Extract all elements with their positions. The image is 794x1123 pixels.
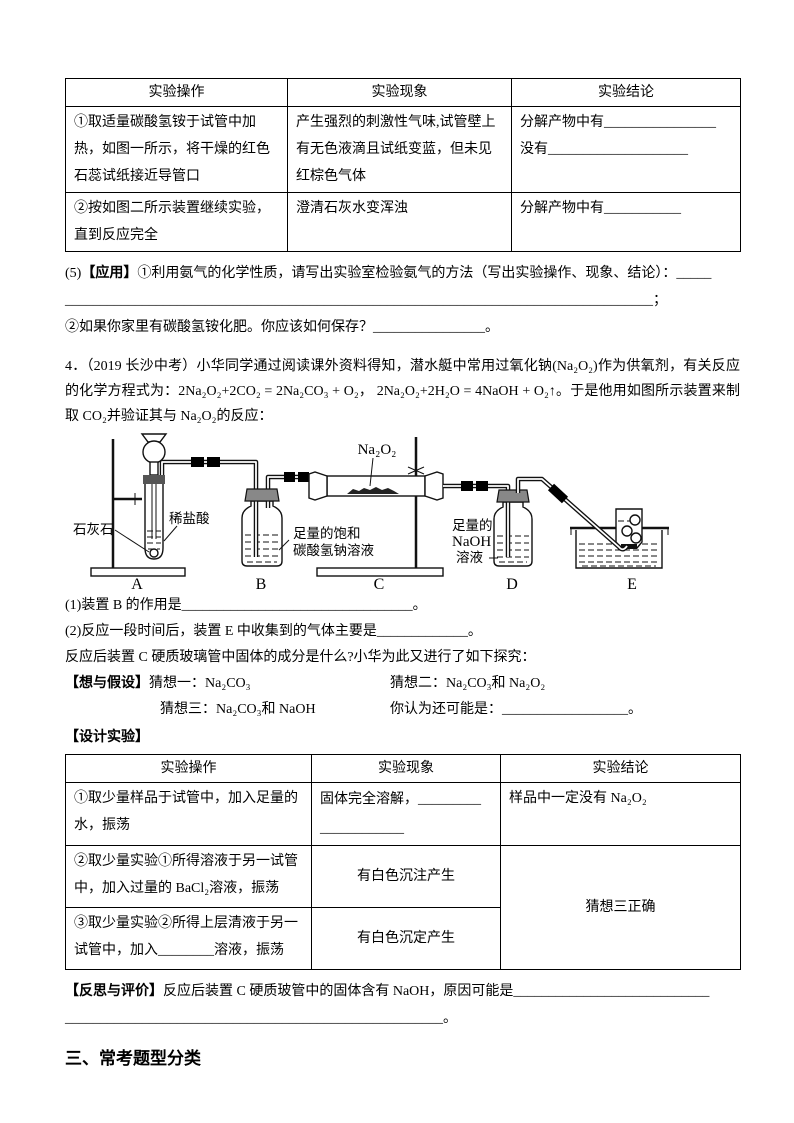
table2-row-1: ①取少量样品于试管中，加入足量的水，振荡 固体完全溶解，_________ __… (65, 782, 741, 846)
experiment-table-1: 实验操作 实验现象 实验结论 ①取适量碳酸氢铵于试管中加热，如图一所示，将干燥的… (65, 78, 741, 252)
bottle-b (241, 500, 283, 567)
rubber-connector (284, 472, 295, 482)
reflection-line1: 【反思与评价】反应后装置 C 硬质玻管中的固体含有 NaOH，原因可能是____… (65, 978, 740, 1005)
table2-row3-operation: ③取少量实验②所得上层清液于另一试管中，加入________溶液，振荡 (65, 907, 312, 970)
conclusion-blank-line: 分解产物中有________________ (520, 115, 716, 130)
table1-row1-phenomenon: 产生强烈的刺激性气味,试管壁上有无色液滴且试纸变蓝，但未见红棕色气体 (287, 106, 512, 193)
page-content: 实验操作 实验现象 实验结论 ①取适量碳酸氢铵于试管中加热，如图一所示，将干燥的… (65, 78, 741, 1072)
table2-header-row: 实验操作 实验现象 实验结论 (65, 754, 741, 783)
water-trough-e (575, 530, 663, 569)
question4-stem: 4．（2019 长沙中考）小华同学通过阅读课外资料得知，潜水艇中常用过氧化钠(N… (65, 359, 740, 424)
table1-row-1: ①取适量碳酸氢铵于试管中加热，如图一所示，将干燥的红色石蕊试纸接近导管口 产生强… (65, 106, 741, 193)
reflection-tag: 【反思与评价】 (65, 984, 163, 999)
bottle-d-solution-label: 溶液 (456, 550, 483, 565)
bottle-support (621, 544, 637, 549)
subquestion-2: (2)反应一段时间后，装置 E 中收集到的气体主要是_____________。 (65, 624, 482, 639)
section5-line1: (5)【应用】①利用氨气的化学性质，请写出实验室检验氨气的方法（写出实验操作、现… (65, 260, 740, 287)
table1-header-row: 实验操作 实验现象 实验结论 (65, 78, 741, 107)
section5-blank-line: ________________________________________… (65, 293, 667, 308)
apparatus-letter-e: E (627, 576, 637, 593)
subquestion-1: (1)装置 B 的作用是____________________________… (65, 598, 427, 613)
gas-bubble (621, 525, 633, 537)
guess-3: 猜想三：Na₂CO₃和 NaOH (160, 702, 316, 717)
dilute-acid-label: 稀盐酸 (169, 511, 210, 526)
table2-merged-conclusion: 猜想三正确 (500, 845, 741, 970)
table1-row1-operation: ①取适量碳酸氢铵于试管中加热，如图一所示，将干燥的红色石蕊试纸接近导管口 (65, 106, 288, 193)
table1-header-phenomenon: 实验现象 (287, 78, 512, 107)
table2-row3-phenomenon: 有白色沉定产生 (311, 907, 501, 970)
table1-row1-conclusion: 分解产物中有________________ 没有_______________… (511, 106, 741, 193)
table1-row2-conclusion: 分解产物中有___________ (511, 192, 741, 252)
table2-row1-phenomenon: 固体完全溶解，_________ ____________ (311, 782, 501, 846)
guess-2: 猜想二：Na₂CO₃和 Na₂O₂ (390, 676, 546, 691)
section-5: (5)【应用】①利用氨气的化学性质，请写出实验室检验氨气的方法（写出实验操作、现… (65, 260, 740, 341)
table1-header-conclusion: 实验结论 (511, 78, 741, 107)
section5-text1: ①利用氨气的化学性质，请写出实验室检验氨气的方法（写出实验操作、现象、结论）：_… (137, 266, 712, 281)
apparatus-diagram: 石灰石 稀盐酸 足量的饱和 碳酸氢钠溶液 (73, 433, 669, 593)
table1-row-2: ②按如图二所示装置继续实验，直到反应完全 澄清石灰水变浑浊 分解产物中有____… (65, 192, 741, 252)
reflection-text: 反应后装置 C 硬质玻管中的固体含有 NaOH，原因可能是___________… (163, 984, 710, 999)
bottle-d (493, 501, 533, 567)
table1-row2-phenomenon: 澄清石灰水变浑浊 (287, 192, 512, 252)
hypothesis-tag: 【想与假设】 (65, 676, 149, 691)
section5-number: (5) (65, 266, 82, 281)
guess-1: 猜想一：Na₂CO₃ (149, 676, 251, 691)
table1-row2-operation: ②按如图二所示装置继续实验，直到反应完全 (65, 192, 288, 252)
apparatus-letter-b: B (256, 576, 267, 593)
apparatus-letter-c: C (374, 576, 385, 593)
table2-row2-operation: ②取少量实验①所得溶液于另一试管中，加入过量的 BaCl₂溶液，振荡 (65, 845, 312, 908)
bottle-d-solution-label: 足量的 (452, 518, 493, 533)
bottle-b-solution-label: 碳酸氢钠溶液 (293, 543, 374, 558)
hypothesis-row-2: 猜想三：Na₂CO₃和 NaOH 你认为还可能是：_______________… (65, 697, 740, 723)
na2o2-powder (347, 487, 399, 494)
stopper-d (496, 489, 530, 503)
table2-row2-phenomenon: 有白色沉注产生 (311, 845, 501, 908)
gas-bubble (630, 532, 642, 544)
bottle-d-solution-label: NaOH (452, 534, 491, 550)
limestone-lump (149, 548, 159, 558)
table2-row-3: ③取少量实验②所得上层清液于另一试管中，加入________溶液，振荡 有白色沉… (65, 907, 741, 970)
table2-row1-conclusion: 样品中一定没有 Na₂O₂ (500, 782, 741, 846)
section-heading-3: 三、常考题型分类 (65, 1049, 201, 1068)
bottle-b-solution-label: 足量的饱和 (293, 526, 361, 541)
section5-tag: 【应用】 (81, 266, 138, 281)
section5-text2: ②如果你家里有碳酸氢铵化肥。你应该如何保存？________________。 (65, 320, 499, 335)
rubber-connector (476, 481, 488, 491)
table1-header-operation: 实验操作 (65, 78, 288, 107)
rubber-connector (461, 481, 473, 491)
rubber-connector (207, 457, 220, 467)
reflection-section: 【反思与评价】反应后装置 C 硬质玻管中的固体含有 NaOH，原因可能是____… (65, 978, 740, 1032)
experiment-table-2: 实验操作 实验现象 实验结论 ①取少量样品于试管中，加入足量的水，振荡 固体完全… (65, 754, 741, 970)
stand-a-base (90, 567, 186, 577)
test-tube-a (144, 484, 164, 560)
na2o2-label: Na₂O₂ (358, 442, 397, 458)
reflection-blank-line: ________________________________________… (65, 1011, 457, 1026)
rubber-connector (191, 457, 204, 467)
rubber-connector (547, 483, 569, 504)
design-experiment-tag: 【设计实验】 (65, 730, 149, 745)
apparatus-letter-a: A (131, 576, 143, 593)
table2-header-operation: 实验操作 (65, 754, 312, 783)
subquestion-3: 反应后装置 C 硬质玻璃管中固体的成分是什么?小华为此又进行了如下探究： (65, 650, 536, 665)
table2-header-conclusion: 实验结论 (500, 754, 741, 783)
gas-bubble (629, 514, 641, 526)
phenomenon-blank-line: 固体完全溶解，_________ (320, 792, 481, 807)
conclusion-blank-line: 没有____________________ (520, 142, 688, 157)
stand-c-base (316, 567, 444, 577)
rubber-connector (298, 472, 309, 482)
table2-row-2: ②取少量实验①所得溶液于另一试管中，加入过量的 BaCl₂溶液，振荡 有白色沉注… (65, 845, 741, 970)
apparatus-letter-d: D (506, 576, 518, 593)
guess-other: 你认为还可能是：__________________。 (390, 702, 642, 717)
phenomenon-blank-line: ____________ (320, 821, 404, 836)
limestone-label: 石灰石 (73, 522, 114, 537)
hypothesis-row-1: 【想与假设】猜想一：Na₂CO₃ 猜想二：Na₂CO₃和 Na₂O₂ (65, 671, 740, 697)
stopper-b (244, 488, 280, 502)
stopper-a (143, 475, 165, 484)
table2-header-phenomenon: 实验现象 (311, 754, 501, 783)
table2-row1-operation: ①取少量样品于试管中，加入足量的水，振荡 (65, 782, 312, 846)
